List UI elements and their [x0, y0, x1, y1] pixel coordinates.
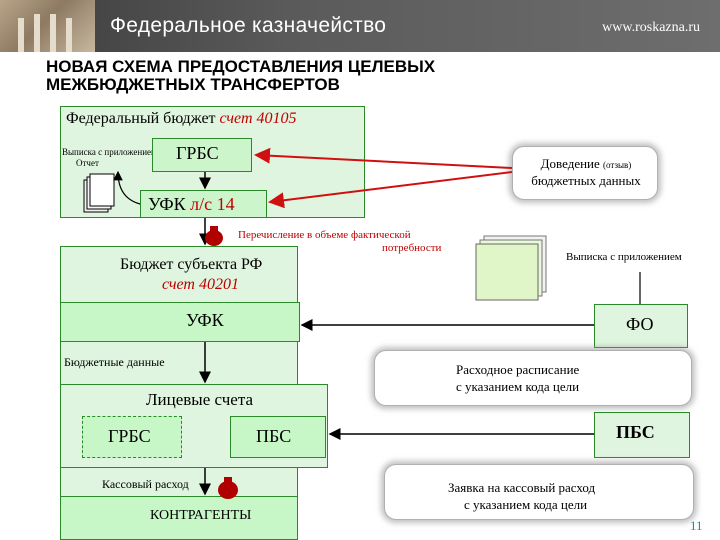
- documents-stack-left-icon: [83, 173, 115, 213]
- arrow-ufk-to-statement: [113, 170, 141, 205]
- ufk-federal-label: УФК л/с 14: [148, 194, 235, 215]
- federal-budget-name: Федеральный бюджет: [66, 110, 216, 127]
- grbs-federal-box: [152, 138, 252, 172]
- contractors-box: [60, 496, 298, 540]
- grbs-subject-box: [82, 416, 182, 458]
- federal-budget-label: Федеральный бюджет счет 40105: [66, 110, 297, 128]
- slide-title-line2: МЕЖБЮДЖЕТНЫХ ТРАНСФЕРТОВ: [46, 75, 340, 94]
- ufk-subject-box: [60, 302, 300, 342]
- request-callout: [384, 464, 694, 520]
- grbs-federal-label: ГРБС: [176, 143, 219, 163]
- grbs-subject-label: ГРБС: [108, 426, 151, 446]
- transfer-line1: Перечисление в объеме фактической: [238, 229, 411, 241]
- delivery-line1: Доведение: [540, 156, 600, 171]
- schedule-line2: с указанием кода цели: [456, 379, 580, 394]
- arrow-delivery-to-ufk: [268, 171, 513, 209]
- ufk-federal-account: л/с 14: [190, 194, 235, 214]
- statement-label-left: Выписка с приложением, Отчет: [62, 147, 159, 169]
- header-bar: Федеральное казначейство www.roskazna.ru: [0, 0, 720, 52]
- contractors-label: КОНТРАГЕНТЫ: [150, 508, 252, 523]
- delivery-line1-small: (отзыв): [603, 160, 632, 170]
- statement-label-left-line2: Отчет: [76, 158, 99, 168]
- subject-budget-account: счет 40201: [162, 276, 239, 293]
- cash-expense-label: Кассовый расход: [102, 477, 189, 491]
- ufk-federal-box: [140, 190, 267, 218]
- federal-budget-account: счет 40105: [219, 110, 297, 127]
- transfer-label: Перечисление в объеме фактической потреб…: [238, 229, 441, 255]
- delivery-text: Доведение (отзыв) бюджетных данных: [520, 156, 652, 189]
- page-number: 11: [690, 518, 703, 533]
- fo-box: [594, 304, 688, 348]
- arrow-delivery-to-grbs: [254, 147, 513, 169]
- request-text: Заявка на кассовый расход с указанием ко…: [448, 479, 595, 513]
- money-bag-icon: [205, 226, 223, 246]
- request-line2: с указанием кода цели: [464, 497, 588, 512]
- subject-budget-label: Бюджет субъекта РФ: [120, 256, 263, 273]
- budget-data-label: Бюджетные данные: [64, 355, 165, 369]
- request-line1: Заявка на кассовый расход: [448, 480, 596, 495]
- schedule-line1: Расходное расписание: [456, 362, 580, 377]
- header-url[interactable]: www.roskazna.ru: [602, 20, 700, 35]
- ufk-federal-name: УФК: [148, 194, 186, 214]
- building-photo: [0, 0, 95, 52]
- fo-label: ФО: [626, 314, 654, 334]
- pbs-subject-label: ПБС: [256, 426, 292, 446]
- delivery-callout: [512, 146, 658, 200]
- money-bag-bottom-icon: [218, 477, 238, 499]
- transfer-line2: потребности: [382, 242, 442, 254]
- schedule-callout: [374, 350, 692, 406]
- accounts-title: Лицевые счета: [146, 390, 253, 409]
- statement-label-right: Выписка с приложением: [566, 251, 682, 263]
- slide-title: НОВАЯ СХЕМА ПРЕДОСТАВЛЕНИЯ ЦЕЛЕВЫХ МЕЖБЮ…: [46, 58, 646, 94]
- ufk-subject-label: УФК: [186, 310, 224, 330]
- documents-stack-right-icon: [475, 235, 547, 301]
- header-title: Федеральное казначейство: [110, 14, 387, 37]
- statement-label-left-line1: Выписка с приложением,: [62, 147, 159, 157]
- pbs-subject-box: [230, 416, 326, 458]
- schedule-text: Расходное расписание с указанием кода це…: [456, 361, 579, 395]
- delivery-line2: бюджетных данных: [531, 173, 641, 188]
- slide-title-line1: НОВАЯ СХЕМА ПРЕДОСТАВЛЕНИЯ ЦЕЛЕВЫХ: [46, 57, 436, 76]
- pbs-right-label: ПБС: [616, 422, 655, 442]
- pbs-right-box: [594, 412, 690, 458]
